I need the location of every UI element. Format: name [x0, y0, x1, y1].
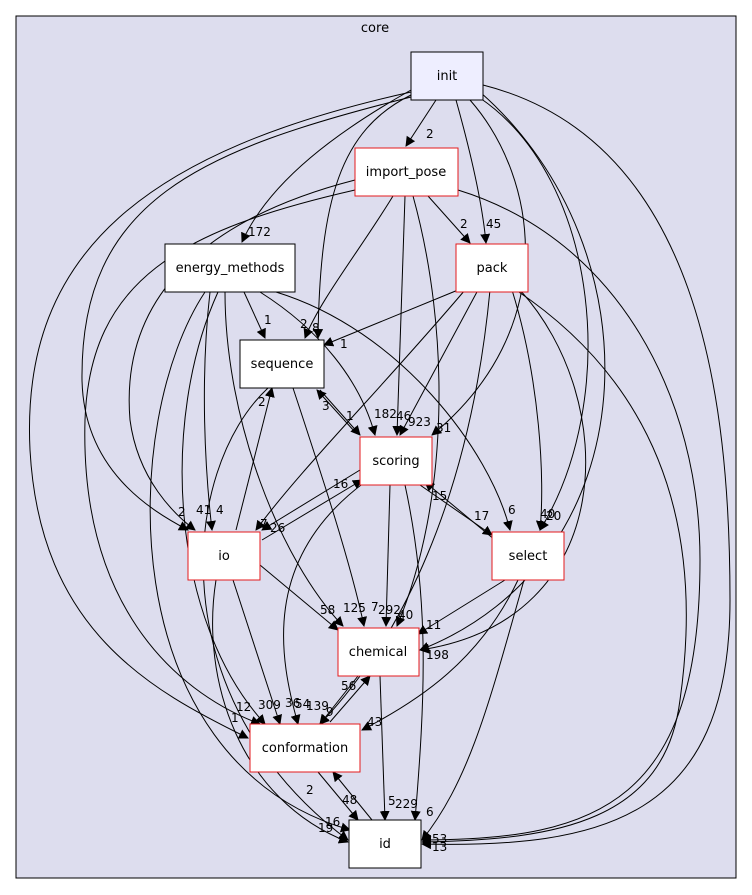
edge-label: 56 [341, 679, 356, 693]
edge-label: 3 [322, 399, 330, 413]
node-label: energy_methods [176, 261, 285, 276]
edge-label: 2 [306, 783, 314, 797]
node-label: init [437, 69, 458, 84]
edge-label: 7 [260, 517, 268, 531]
edge-label: 2 [426, 127, 434, 141]
node-label: chemical [349, 645, 407, 660]
edge-label: 1 [231, 711, 239, 725]
edge-label: 229 [395, 797, 418, 811]
node-sequence[interactable]: sequence [239, 339, 325, 389]
node-conformation[interactable]: conformation [249, 723, 361, 773]
node-label: sequence [251, 357, 314, 372]
node-label: id [379, 837, 391, 852]
node-label: conformation [262, 741, 349, 756]
edge-label: 11 [426, 618, 441, 632]
edge-label: 19 [318, 821, 333, 835]
node-label: io [218, 549, 230, 564]
node-io[interactable]: io [187, 531, 261, 581]
node-label: pack [477, 261, 508, 276]
edge-label: 20 [546, 509, 561, 523]
edge-label: 58 [320, 603, 335, 617]
edge-label: 182 [374, 407, 397, 421]
edge-label: 8 [312, 321, 320, 335]
cluster-title: core [361, 21, 389, 36]
edge-label: 309 [258, 698, 281, 712]
edge-label: 2 [300, 317, 308, 331]
edge-labels: 2 172 2 45 1 8 2 1 2 3 1 182 46 923 31 1… [178, 127, 561, 854]
edge-label: 923 [408, 415, 431, 429]
edge-label: 6 [426, 805, 434, 819]
node-label: select [509, 549, 548, 564]
edge-label: 45 [486, 217, 501, 231]
edge-label: 46 [396, 409, 411, 423]
edge-label: 1 [346, 409, 354, 423]
edge-label: 125 [343, 601, 366, 615]
edge-label: 54 [295, 697, 310, 711]
node-select[interactable]: select [491, 531, 565, 581]
edge-label: 40 [398, 608, 413, 622]
edge-label: 2 [460, 217, 468, 231]
edge-label: 53 [432, 832, 447, 846]
edge-label: 16 [333, 477, 348, 491]
edge-label: 16 [325, 815, 340, 829]
edge-label: 292 [378, 603, 401, 617]
edge-label: 41 [196, 503, 211, 517]
edge-label: 198 [426, 648, 449, 662]
edge-label: 48 [342, 793, 357, 807]
node-energy-methods[interactable]: energy_methods [164, 243, 296, 293]
node-label: import_pose [366, 165, 446, 180]
edge-label: 12 [236, 700, 251, 714]
edge-label: 36 [285, 696, 300, 710]
edge-label: 2 [178, 505, 186, 519]
edges [28, 84, 731, 850]
node-import-pose[interactable]: import_pose [354, 147, 459, 197]
edge-label: 13 [432, 840, 447, 854]
edge-label: 26 [270, 521, 285, 535]
edge-label: 5 [388, 794, 396, 808]
edge-label: 1 [264, 313, 272, 327]
edge-label: 2 [258, 395, 266, 409]
edge-label: 40 [540, 507, 555, 521]
edge-label: 17 [474, 509, 489, 523]
edge-label: 1 [340, 337, 348, 351]
edge-label: 7 [371, 600, 379, 614]
edge-label: 43 [367, 715, 382, 729]
edge-label: 9 [326, 705, 334, 719]
node-init[interactable]: init [410, 51, 484, 101]
node-id[interactable]: id [348, 819, 422, 869]
edge-label: 4 [216, 503, 224, 517]
edge-label: 31 [436, 421, 451, 435]
node-chemical[interactable]: chemical [337, 627, 420, 677]
edge-label: 15 [432, 489, 447, 503]
edge-label: 172 [248, 225, 271, 239]
node-label: scoring [372, 454, 419, 469]
node-pack[interactable]: pack [455, 243, 529, 293]
node-scoring[interactable]: scoring [359, 436, 433, 486]
edge-label: 6 [508, 503, 516, 517]
edge-label: 139 [306, 699, 329, 713]
